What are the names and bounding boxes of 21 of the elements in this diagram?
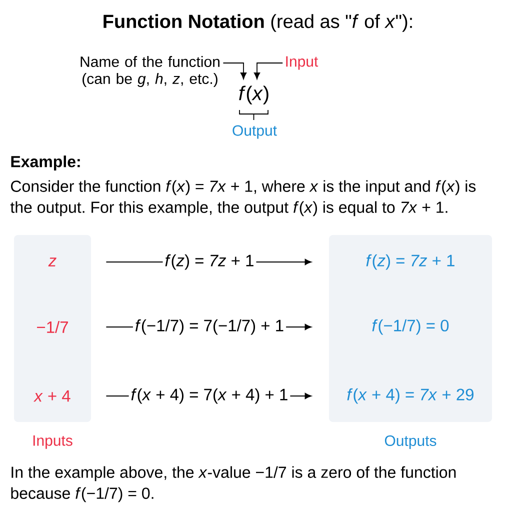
arrow	[254, 62, 284, 80]
title: Function Notation (read as "f of x"):	[104, 14, 412, 32]
paragraph: Consider the function f(x) = 7x + 1, where x is the input and f(x) is the output. For this example, the output f(x) is equal to 7x + 1.	[10, 180, 476, 216]
output-equation: f(z) = 7z + 1	[366, 254, 454, 270]
node-label: Outputs	[384, 435, 436, 449]
edge-label: f(x + 4) = 7(x + 4) + 1	[128, 386, 290, 406]
arrow	[222, 62, 247, 80]
edge-label: f(−1/7) = 7(−1/7) + 1	[132, 317, 286, 337]
output-equation: f(x + 4) = 7x + 29	[347, 388, 474, 404]
note-text: Name of the function (can be g, h, z, etc.)	[80, 56, 220, 87]
output-label: Output	[232, 125, 277, 139]
node-label: Inputs	[33, 435, 72, 449]
input-label: Input	[286, 56, 318, 70]
paragraph: In the example above, the x-value −1/7 is a zero of the function because f(−1/7) = 0.	[11, 466, 456, 502]
edge-label: f(z) = 7z + 1	[162, 252, 256, 272]
input-value: x + 4	[33, 390, 70, 402]
input-value: z	[48, 258, 56, 266]
heading: Example:	[11, 156, 80, 170]
input-value: −1/7	[37, 320, 68, 334]
output-equation: f(−1/7) = 0	[372, 319, 449, 335]
function-notation: f(x)	[239, 86, 268, 104]
